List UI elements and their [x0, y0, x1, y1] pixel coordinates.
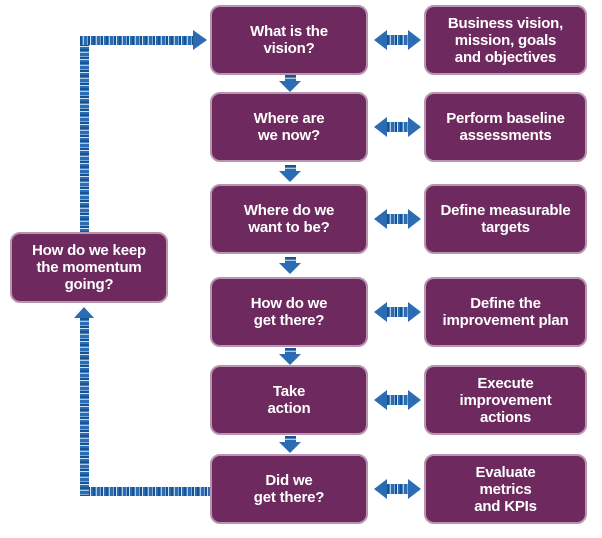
down-arrow [278, 257, 302, 274]
arrowhead-right-icon [193, 30, 207, 50]
feedback-line-vertical-top [80, 36, 89, 232]
question-box-how: How do we get there? [210, 277, 368, 347]
double-arrow-shaft [387, 395, 408, 405]
left-arrowhead-icon [374, 30, 387, 50]
double-arrow-shaft [387, 35, 408, 45]
action-box-baseline: Perform baseline assessments [424, 92, 587, 162]
down-arrow [278, 75, 302, 92]
double-arrow [374, 302, 421, 322]
double-arrow [374, 117, 421, 137]
action-box-targets: Define measurable targets [424, 184, 587, 254]
down-arrowhead-icon [279, 81, 301, 92]
down-arrow-shaft [284, 257, 296, 263]
double-arrow [374, 209, 421, 229]
question-box-now: Where are we now? [210, 92, 368, 162]
down-arrow-shaft [284, 436, 296, 442]
question-box-target: Where do we want to be? [210, 184, 368, 254]
right-arrowhead-icon [408, 30, 421, 50]
down-arrow-shaft [284, 75, 296, 81]
double-arrow-shaft [387, 307, 408, 317]
double-arrow-shaft [387, 214, 408, 224]
question-box-result: Did we get there? [210, 454, 368, 524]
down-arrow [278, 436, 302, 453]
right-arrowhead-icon [408, 479, 421, 499]
double-arrow [374, 30, 421, 50]
feedback-line-vertical-bottom [80, 318, 89, 496]
arrowhead-up-icon [74, 307, 94, 318]
action-box-evaluate: Evaluate metrics and KPIs [424, 454, 587, 524]
feedback-line-horizontal-bottom [80, 487, 210, 496]
right-arrowhead-icon [408, 390, 421, 410]
down-arrowhead-icon [279, 442, 301, 453]
down-arrowhead-icon [279, 263, 301, 274]
right-arrowhead-icon [408, 209, 421, 229]
right-arrowhead-icon [408, 117, 421, 137]
question-box-action: Take action [210, 365, 368, 435]
momentum-box: How do we keep the momentum going? [10, 232, 168, 303]
left-arrowhead-icon [374, 117, 387, 137]
action-box-vision: Business vision, mission, goals and obje… [424, 5, 587, 75]
down-arrowhead-icon [279, 171, 301, 182]
left-arrowhead-icon [374, 479, 387, 499]
down-arrow-shaft [284, 348, 296, 354]
down-arrowhead-icon [279, 354, 301, 365]
double-arrow-shaft [387, 122, 408, 132]
left-arrowhead-icon [374, 390, 387, 410]
down-arrow [278, 165, 302, 182]
feedback-line-horizontal-top [80, 36, 193, 45]
right-arrowhead-icon [408, 302, 421, 322]
question-box-vision: What is the vision? [210, 5, 368, 75]
action-box-plan: Define the improvement plan [424, 277, 587, 347]
double-arrow [374, 390, 421, 410]
double-arrow [374, 479, 421, 499]
down-arrow-shaft [284, 165, 296, 171]
down-arrow [278, 348, 302, 365]
left-arrowhead-icon [374, 302, 387, 322]
left-arrowhead-icon [374, 209, 387, 229]
action-box-execute: Execute improvement actions [424, 365, 587, 435]
double-arrow-shaft [387, 484, 408, 494]
